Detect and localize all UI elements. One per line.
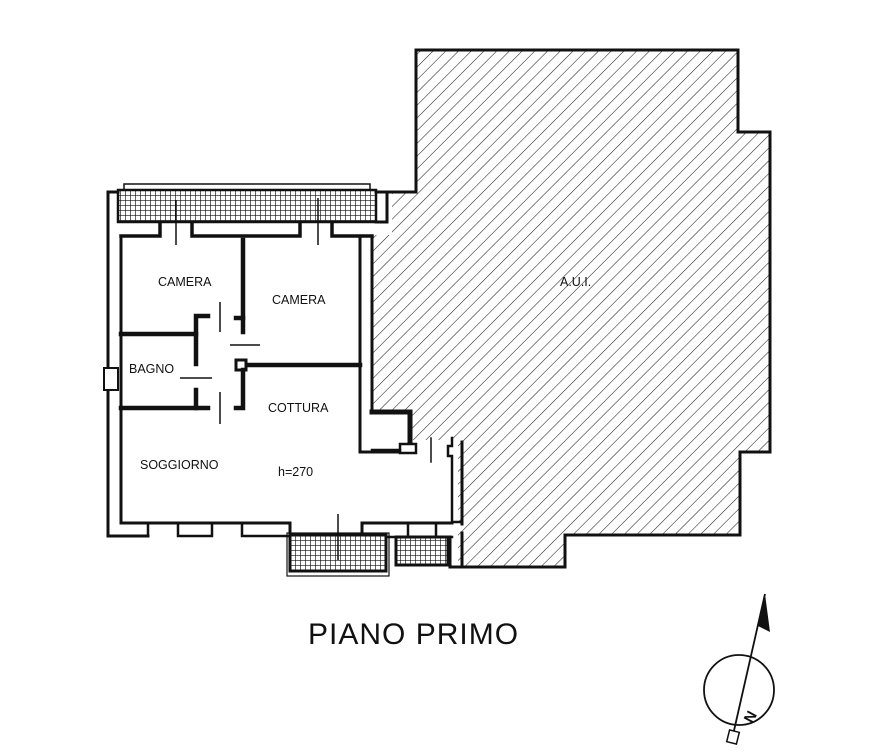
room-label-soggiorno: SOGGIORNO [140, 458, 219, 472]
aui-area: A.U.I. [372, 48, 772, 569]
room-label-bagno: BAGNO [129, 362, 174, 376]
walls [103, 190, 464, 569]
door-lines [175, 198, 339, 560]
room-label-camera-1: CAMERA [158, 275, 212, 289]
balcony-bottom-right [394, 535, 450, 567]
plan-title: PIANO PRIMO [308, 618, 520, 651]
north-label: N [741, 708, 761, 726]
room-label-cottura: COTTURA [268, 401, 329, 415]
room-label-aui: A.U.I. [560, 275, 591, 289]
interior-walls [118, 237, 363, 411]
balcony-top [116, 183, 378, 224]
ceiling-height-note: h=270 [278, 465, 313, 479]
north-arrow-icon: N [703, 593, 775, 745]
room-label-camera-2: CAMERA [272, 293, 326, 307]
